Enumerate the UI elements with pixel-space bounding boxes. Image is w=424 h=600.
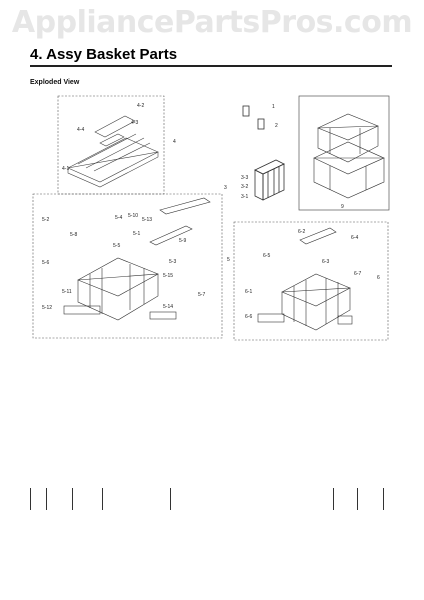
box-upper-tray bbox=[57, 95, 165, 195]
callout-5-2: 5-2 bbox=[42, 217, 49, 223]
footer-tick bbox=[357, 488, 358, 510]
callout-5: 5 bbox=[227, 257, 230, 263]
footer-tick bbox=[333, 488, 334, 510]
callout-6-2: 6-2 bbox=[298, 229, 305, 235]
callout-4: 4 bbox=[173, 139, 176, 145]
footer-tick bbox=[383, 488, 384, 510]
callout-6-3: 6-3 bbox=[322, 259, 329, 265]
callout-5-9: 5-9 bbox=[179, 238, 186, 244]
callout-3-3: 3-3 bbox=[241, 175, 248, 181]
callout-6: 6 bbox=[377, 275, 380, 281]
callout-4-1: 4-1 bbox=[62, 166, 69, 172]
footer-tick bbox=[102, 488, 103, 510]
callout-5-7: 5-7 bbox=[198, 292, 205, 298]
callout-3-2: 3-2 bbox=[241, 184, 248, 190]
callout-3-1: 3-1 bbox=[241, 194, 248, 200]
callout-5-1: 5-1 bbox=[133, 231, 140, 237]
callout-6-4: 6-4 bbox=[351, 235, 358, 241]
footer-tick bbox=[30, 488, 31, 510]
callout-5-3: 5-3 bbox=[169, 259, 176, 265]
callout-6-7: 6-7 bbox=[354, 271, 361, 277]
callout-9: 9 bbox=[341, 204, 344, 210]
middle-rack bbox=[242, 105, 285, 201]
callout-6-5: 6-5 bbox=[263, 253, 270, 259]
callout-5-5: 5-5 bbox=[113, 243, 120, 249]
callout-2: 2 bbox=[275, 123, 278, 129]
callout-5-14: 5-14 bbox=[163, 304, 173, 310]
callout-5-8: 5-8 bbox=[70, 232, 77, 238]
section-title: 4. Assy Basket Parts bbox=[30, 46, 178, 63]
callout-6-6: 6-6 bbox=[245, 314, 252, 320]
callout-1: 1 bbox=[272, 104, 275, 110]
callout-6-1: 6-1 bbox=[245, 289, 252, 295]
exploded-view-diagram: 4-2 4-4 4-3 4-1 4 3-3 3-2 3-1 3 1 2 9 5-… bbox=[32, 95, 390, 341]
callout-5-15: 5-15 bbox=[163, 273, 173, 279]
title-rule bbox=[30, 65, 392, 67]
footer-tick bbox=[72, 488, 73, 510]
callout-5-11: 5-11 bbox=[62, 289, 72, 295]
lower-right-basket bbox=[257, 227, 353, 331]
upper-cutlery-tray bbox=[67, 115, 159, 188]
callout-3: 3 bbox=[224, 185, 227, 191]
callout-4-4: 4-4 bbox=[77, 127, 84, 133]
callout-5-10: 5-10 bbox=[128, 213, 138, 219]
box-lower-left bbox=[32, 193, 223, 339]
callout-4-2: 4-2 bbox=[137, 103, 144, 109]
callout-5-6: 5-6 bbox=[42, 260, 49, 266]
subsection-title: Exploded View bbox=[30, 79, 80, 86]
callout-5-12: 5-12 bbox=[42, 305, 52, 311]
lower-left-basket bbox=[63, 197, 211, 321]
callout-5-13: 5-13 bbox=[142, 217, 152, 223]
footer-tick bbox=[170, 488, 171, 510]
box-lower-right bbox=[233, 221, 389, 341]
box-complete-assembly bbox=[298, 95, 390, 211]
watermark: AppliancePartsPros.com bbox=[11, 5, 413, 40]
footer-tick bbox=[46, 488, 47, 510]
callout-5-4: 5-4 bbox=[115, 215, 122, 221]
complete-assembly-drawing bbox=[313, 113, 385, 199]
callout-4-3: 4-3 bbox=[131, 120, 138, 126]
